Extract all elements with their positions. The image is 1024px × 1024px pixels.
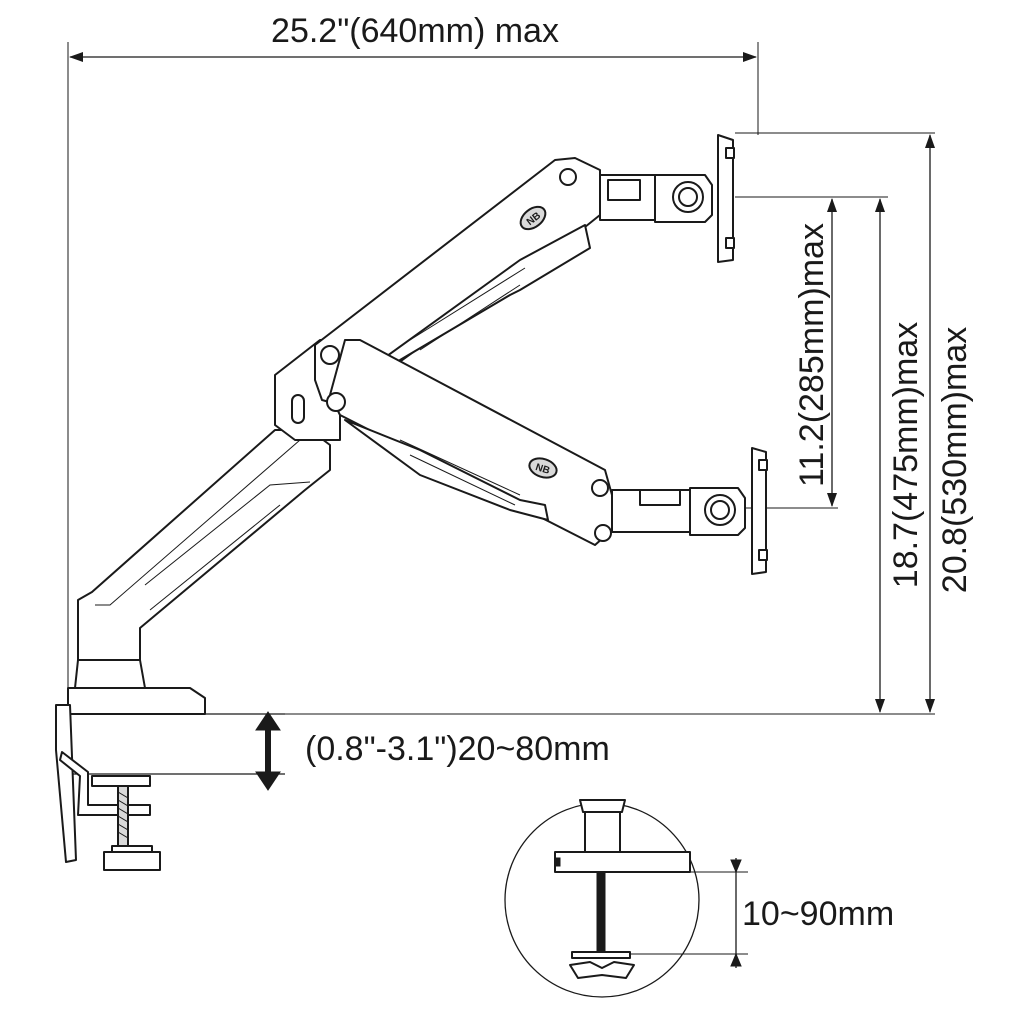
elbow-slot (291, 394, 305, 424)
upper-arm-bottom-tip-pivot-2 (594, 524, 612, 542)
upper-arm-top-pivot (320, 345, 340, 365)
bottom-tilt-knob-inner (710, 500, 730, 520)
upper-arm-bottom-body (329, 339, 613, 546)
top-vesa-tab-2 (725, 237, 735, 249)
upper-arm-bottom-underside (344, 419, 549, 521)
monitor-head-bottom (611, 447, 768, 575)
height-mid-label: 18.7(475mm)max (887, 322, 925, 588)
bottom-vesa-plate (751, 447, 767, 575)
clamp-bracket (59, 751, 151, 816)
detail-base-plate (554, 851, 691, 873)
detail-base-notch (554, 857, 561, 867)
clamp-range-label: 10~90mm (742, 895, 894, 933)
bottom-swivel-cap (639, 489, 681, 506)
desk-clamp: (0.8"-3.1")20~80mm (55, 687, 610, 871)
upper-arm-bottom-tip-pivot (591, 479, 609, 497)
clamp-pad (91, 775, 151, 787)
upper-arm-bottom: NB (326, 339, 613, 546)
lower-arm-groove (144, 481, 311, 586)
lower-arm-edge (95, 439, 301, 606)
upper-arm-top-tip-pivot (559, 168, 577, 186)
detail-arrow-bottom (730, 952, 742, 967)
clamp-top-plate (67, 687, 206, 715)
height-small-label: 11.2(285mm)max (793, 223, 831, 487)
arm-base-collar (74, 659, 146, 689)
desk-thickness-label: (0.8"-3.1")20~80mm (305, 730, 610, 768)
desk-thickness-arrow-up (255, 711, 281, 731)
desk-thickness-arrow-down (255, 771, 281, 791)
detail-washer (571, 951, 631, 959)
detail-rod (596, 871, 606, 953)
lower-arm-groove-2 (149, 504, 281, 611)
height-large-label: 20.8(530mm)max (936, 327, 974, 593)
detail-wing-nut (569, 961, 635, 979)
upper-arm-top: NB (314, 157, 601, 406)
upper-arm-bottom-pivot (326, 392, 346, 412)
clamp-knob-collar (111, 845, 153, 853)
top-vesa-tab-1 (725, 147, 735, 159)
top-tilt-knob-inner (678, 187, 698, 207)
clamp-screw-thread (117, 791, 129, 839)
lower-arm-body (77, 429, 331, 661)
width-dimension: 25.2"(640mm) max (67, 12, 759, 700)
top-vesa-plate (717, 134, 734, 263)
lower-arm (74, 339, 341, 689)
height-dimensions: 11.2(285mm)max 18.7(475mm)max 20.8(530mm… (70, 132, 974, 715)
clamp-spine (55, 704, 77, 863)
logo-top: NB (519, 205, 547, 231)
upper-arm-bottom-grooves (399, 439, 521, 506)
monitor-head-top (599, 134, 735, 263)
detail-arrow-top (730, 859, 742, 874)
bottom-vesa-tab-1 (758, 459, 768, 471)
upper-arm-top-grooves (409, 267, 526, 351)
detail-pole-collar (579, 799, 626, 813)
width-label: 25.2"(640mm) max (271, 12, 559, 50)
logo-bottom: NB (528, 457, 558, 479)
logo-bottom-text: NB (534, 462, 551, 477)
grommet-detail: 10~90mm (504, 799, 894, 998)
bottom-vesa-tab-2 (758, 549, 768, 561)
clamp-knob (103, 851, 161, 871)
top-swivel-cap (607, 179, 641, 201)
